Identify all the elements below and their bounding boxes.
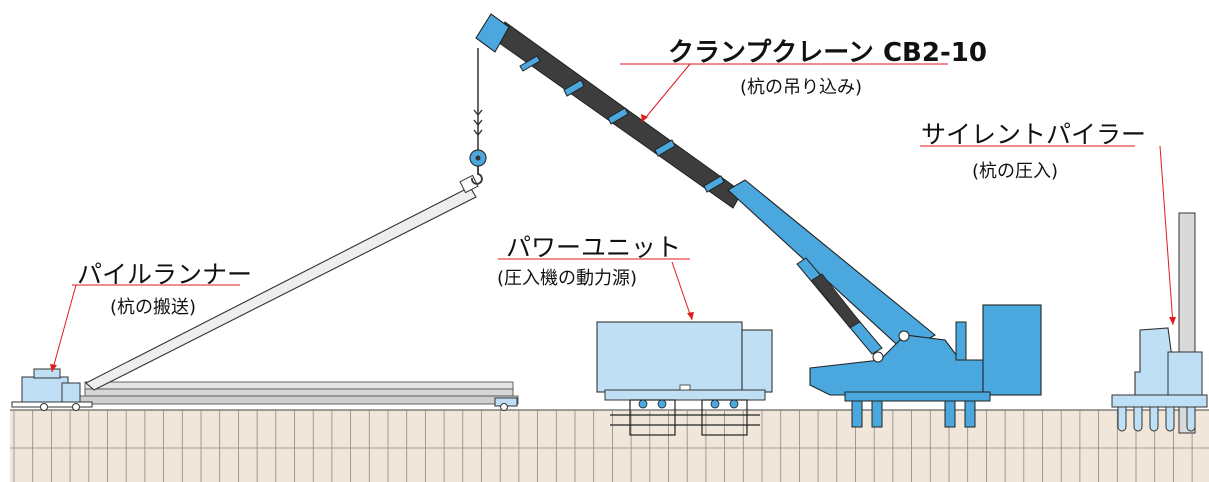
power-unit-leader-line: [671, 261, 693, 321]
silent-piler-title: サイレントパイラー: [921, 120, 1147, 149]
pile-runner-machine: [11, 368, 519, 411]
pile-runner-subtitle: (杭の搬送): [110, 297, 197, 318]
power-unit-title: パワーユニット: [506, 233, 682, 262]
label-leaders: [51, 63, 1174, 373]
crane-subtitle: (杭の吊り込み): [740, 77, 863, 98]
silent-piler-subtitle: (杭の圧入): [972, 161, 1059, 182]
clamp-crane-machine: [475, 13, 1042, 428]
silent-piler-leader-line: [1159, 145, 1174, 326]
ground: [10, 409, 1209, 482]
crane-leader-line: [641, 63, 691, 123]
power-unit-machine: [596, 321, 773, 436]
silent-piler-machine: [1111, 212, 1208, 434]
pile-runner-title: パイルランナー: [77, 260, 253, 289]
sheet-pile-wall: [13, 410, 1193, 482]
crane-hook: [469, 48, 487, 185]
power-unit-subtitle: (圧入機の動力源): [497, 268, 638, 289]
crane-title: クランプクレーン CB2-10: [668, 38, 987, 68]
pile-runner-leader-line: [51, 284, 77, 373]
suspended-pile: [85, 174, 479, 391]
leader-arrowheads: [50, 114, 1176, 372]
